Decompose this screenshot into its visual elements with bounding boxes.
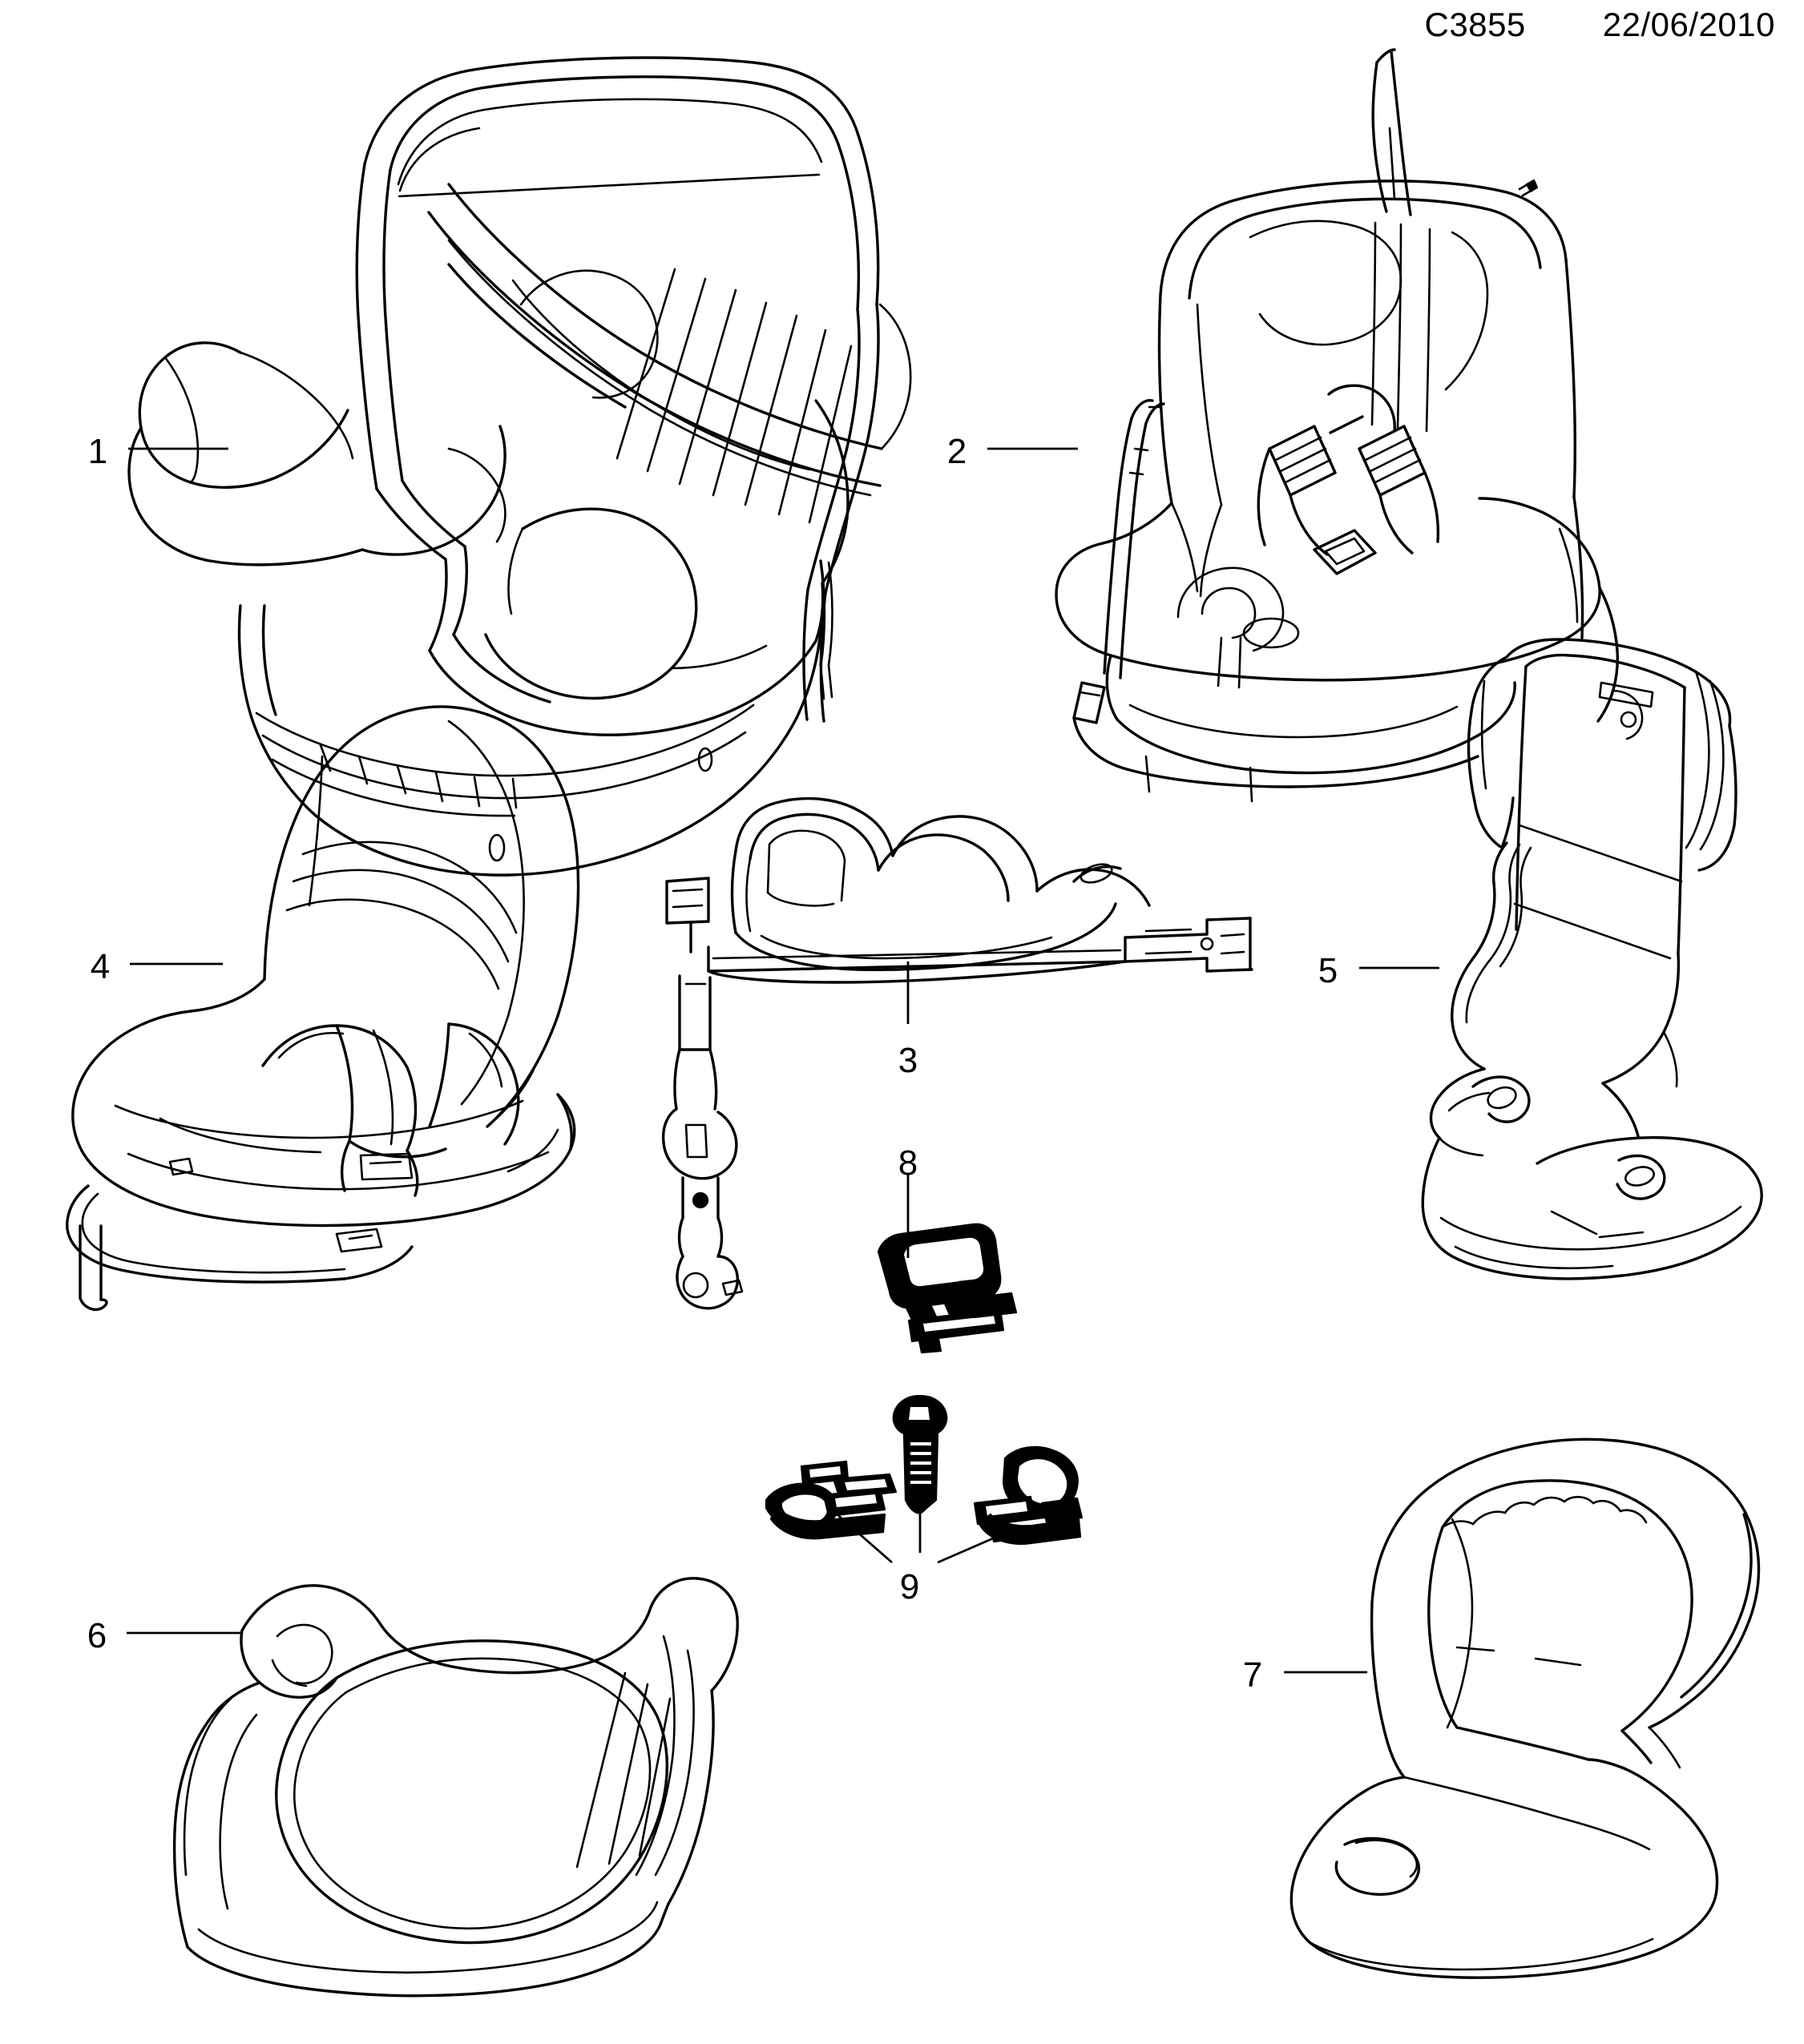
callout-number-7: 7	[1243, 1655, 1262, 1695]
part-3-isofix-base	[661, 399, 1253, 1310]
part-2-toddler-child-seat	[1055, 48, 1644, 803]
part-4-child-seat-with-harness	[66, 705, 580, 1312]
callout-leader-lines	[127, 447, 1439, 1674]
part-1-infant-carrier-seat	[127, 56, 912, 877]
callout-numbers: 1 2 3 4 5 6 7 8 9	[87, 432, 1338, 1695]
part-6-booster-cushion	[172, 1577, 739, 1998]
leader-9-left-clip	[827, 1505, 893, 1564]
callout-number-8: 8	[898, 1143, 918, 1183]
part-8-belt-buckle-clip	[877, 1223, 1018, 1354]
callout-number-3: 3	[898, 1041, 918, 1080]
part-9-anchor-clips-and-screw	[765, 1394, 1084, 1545]
drawing-date: 22/06/2010	[1602, 6, 1775, 43]
callout-number-2: 2	[947, 432, 967, 471]
part-7-seat-protector-cover	[1289, 1437, 1761, 1979]
leader-9-right-clip	[937, 1529, 1012, 1564]
callout-number-4: 4	[91, 947, 110, 986]
drawing-header: C3855 22/06/2010	[1425, 8, 1775, 42]
callout-number-1: 1	[88, 432, 107, 471]
callout-number-9: 9	[900, 1567, 919, 1607]
callout-number-6: 6	[87, 1616, 107, 1655]
drawing-code: C3855	[1424, 6, 1526, 43]
part-5-high-back-booster-seat	[1421, 638, 1763, 1280]
callout-number-5: 5	[1318, 951, 1338, 990]
